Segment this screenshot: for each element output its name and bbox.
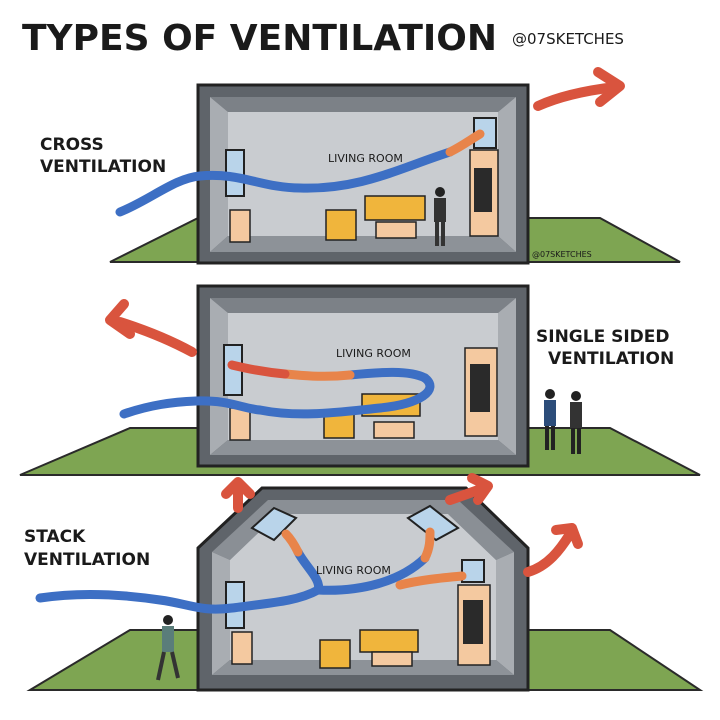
- floor: [210, 440, 516, 455]
- exhaust-arrowhead-right: [467, 473, 493, 505]
- person-walking: [156, 615, 180, 681]
- left-skylight: [250, 506, 298, 542]
- people-talking: [544, 389, 582, 454]
- exhaust-arrowhead: [105, 299, 135, 339]
- exhaust-arrowhead: [593, 67, 625, 107]
- warm-air-rising-right: [420, 527, 435, 563]
- cool-air-flow: [119, 373, 435, 419]
- exhaust-arrowhead-left: [221, 477, 255, 499]
- armchair: [325, 209, 357, 241]
- panel-stack-ventilation: STACK VENTILATION LIVING ROOM: [24, 473, 704, 692]
- ceiling: [210, 298, 516, 313]
- ceiling: [210, 97, 516, 112]
- sloped-ceiling: [212, 500, 514, 560]
- cool-air-flow: [35, 585, 323, 614]
- panel-label-line1: CROSS: [40, 135, 104, 155]
- panel-cross-ventilation: CROSS VENTILATION LIVING ROOM @07SKETCHE…: [40, 67, 681, 265]
- warm-air-flow: [280, 369, 355, 381]
- right-window: [461, 559, 485, 583]
- room-label: LIVING ROOM: [328, 152, 403, 165]
- cool-air-flow: [115, 147, 455, 217]
- panel-label-line2: VENTILATION: [40, 157, 166, 177]
- warm-air-to-window: [395, 571, 467, 590]
- diagram-title: TYPES OF VENTILATION: [22, 18, 497, 59]
- exhaust-arrow-side: [523, 529, 575, 577]
- floor: [212, 660, 514, 675]
- tv-screen: [463, 600, 483, 644]
- side-cabinet: [231, 631, 253, 665]
- exhaust-arrowhead-side: [551, 523, 583, 549]
- panel-label-line2: VENTILATION: [548, 349, 674, 369]
- sofa: [364, 195, 426, 221]
- panel-label-line1: STACK: [24, 527, 86, 547]
- person-standing: [434, 187, 446, 246]
- room-label: LIVING ROOM: [316, 564, 391, 577]
- right-wall: [496, 552, 514, 675]
- tv-screen: [470, 364, 490, 412]
- right-wall: [498, 298, 516, 455]
- warm-air-flow: [445, 129, 485, 157]
- exhaust-air-arrow: [115, 317, 197, 357]
- armchair: [319, 639, 351, 669]
- sofa: [359, 629, 419, 653]
- side-cabinet: [229, 407, 251, 441]
- floor: [210, 236, 516, 252]
- coffee-table: [371, 651, 413, 667]
- hot-air-flow: [227, 360, 290, 379]
- panel-label-line2: VENTILATION: [24, 550, 150, 570]
- warm-air-rising-left: [281, 529, 303, 557]
- watermark: @07SKETCHES: [532, 250, 592, 259]
- panel-single-sided-ventilation: SINGLE SIDED VENTILATION LIVING ROOM: [19, 284, 701, 476]
- exhaust-arrow-up-right: [445, 483, 489, 505]
- exhaust-air-arrow: [533, 82, 620, 111]
- coffee-table: [375, 221, 417, 239]
- room-label: LIVING ROOM: [336, 347, 411, 360]
- back-wall: [228, 112, 498, 236]
- author-handle: @07SKETCHES: [512, 30, 624, 48]
- panel-label-line1: SINGLE SIDED: [536, 327, 670, 347]
- side-cabinet: [229, 209, 251, 243]
- cool-air-loop: [345, 367, 430, 383]
- coffee-table: [373, 421, 415, 439]
- tv-screen: [474, 168, 492, 212]
- left-wall: [210, 298, 228, 455]
- right-wall: [498, 97, 516, 252]
- cool-air-rising-right: [313, 553, 430, 595]
